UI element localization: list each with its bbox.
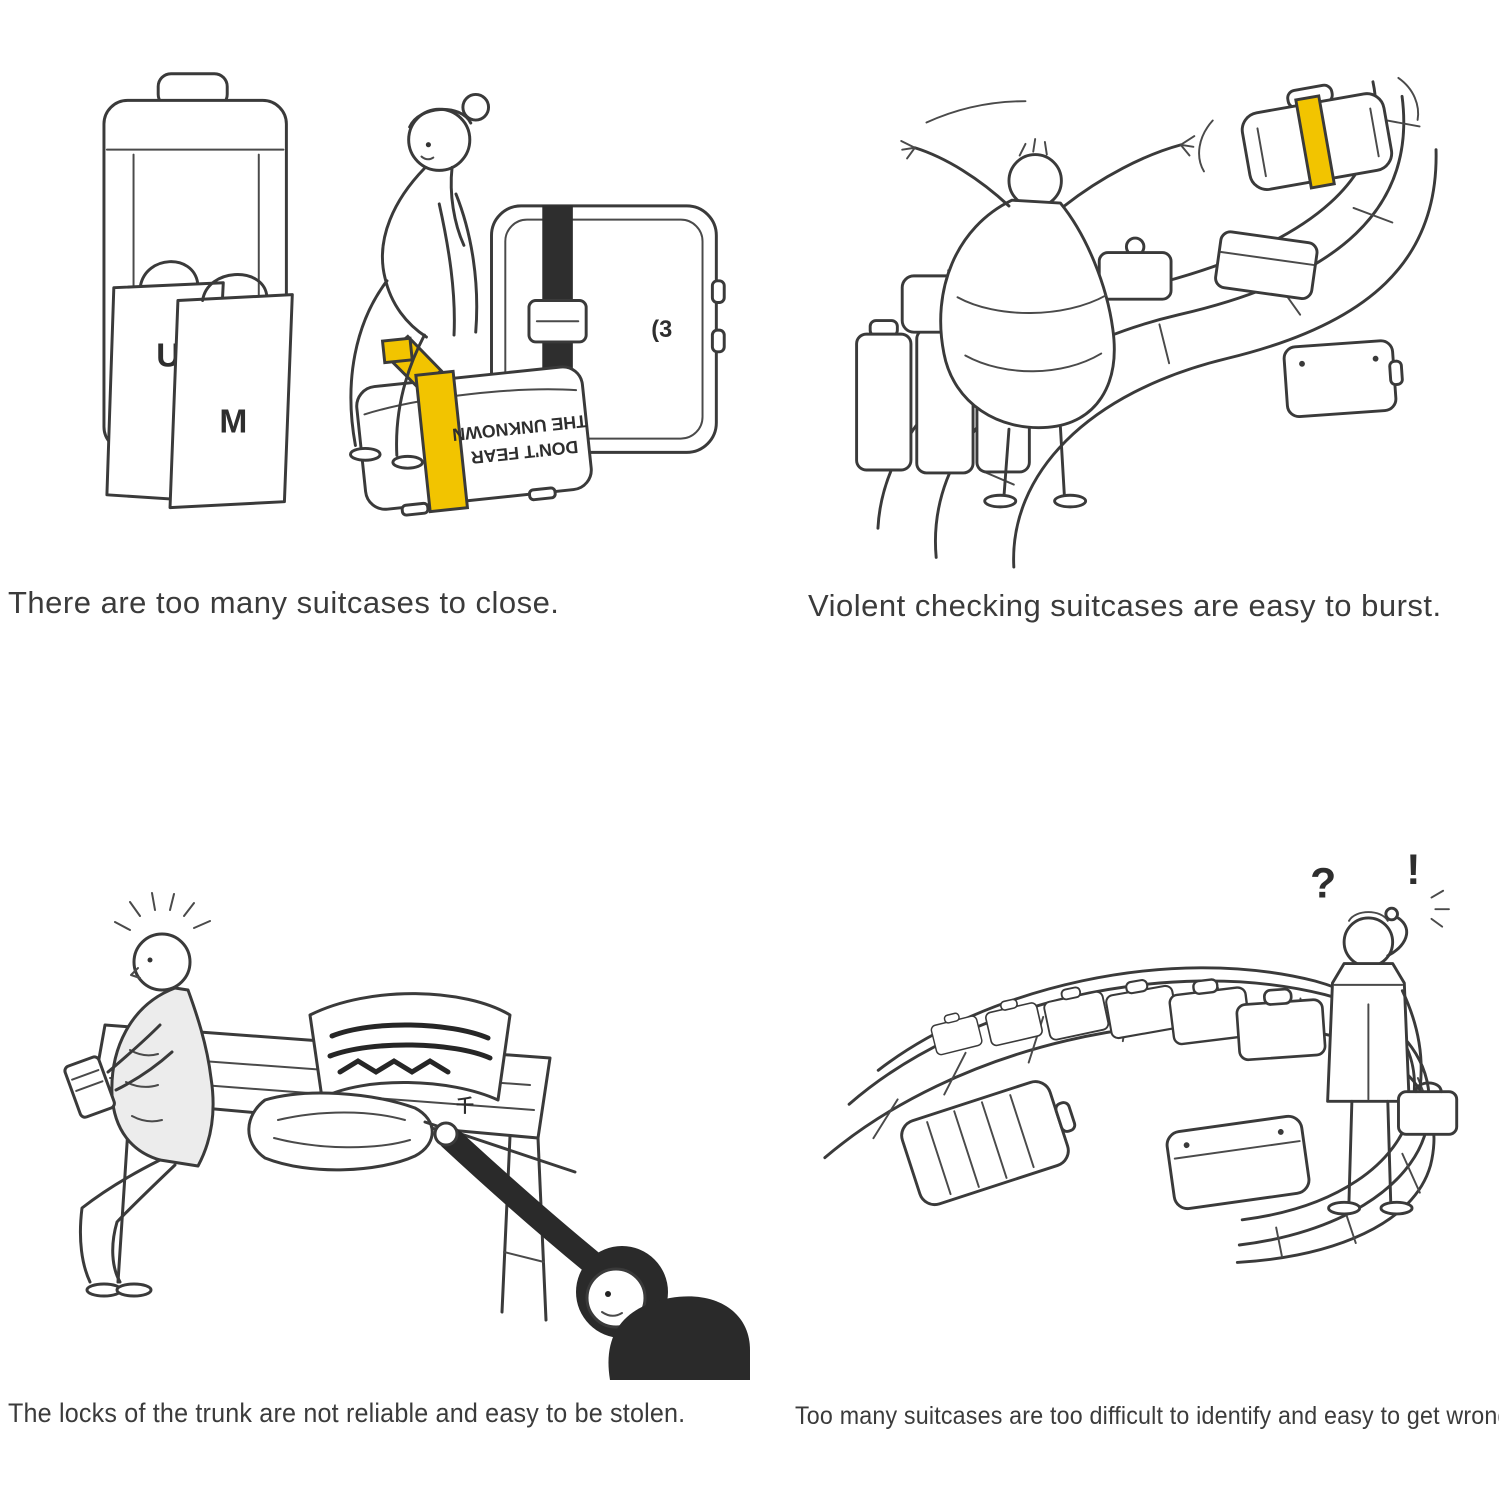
panel-unreliable-locks: 千 — [10, 820, 750, 1380]
panel-overpacked-suitcases: U M (3 — [30, 30, 740, 575]
confused-man: ? ! — [1310, 846, 1459, 1216]
caption-hard-to-identify: Too many suitcases are too difficult to … — [795, 1402, 1499, 1430]
eye — [147, 957, 153, 963]
illustration-violent-checking — [855, 76, 1438, 569]
phone — [63, 1055, 116, 1119]
tag-mark: 千 — [456, 1096, 474, 1116]
open-suitcase: 千 — [247, 992, 512, 1172]
person-closing-suitcase — [349, 92, 491, 470]
thief-hand — [433, 1121, 459, 1147]
caption-unreliable-locks: The locks of the trunk are not reliable … — [8, 1398, 686, 1428]
thief-arm — [438, 1126, 607, 1277]
near-suitcase-left — [900, 1080, 1077, 1207]
head — [1342, 916, 1395, 968]
illustration-unreliable-locks: 千 — [63, 892, 750, 1380]
near-suitcase-right — [1165, 1114, 1311, 1211]
belt-suitcase-a — [1214, 230, 1319, 301]
ponytail — [461, 92, 491, 122]
caption-violent-checking: Violent checking suitcases are easy to b… — [808, 588, 1442, 623]
yellow-strap — [1294, 94, 1336, 190]
suitcase-row — [930, 978, 1327, 1062]
bag-letter-m: M — [219, 404, 247, 441]
soft-pouch — [247, 1091, 434, 1172]
illustration-overpacked: U M (3 — [102, 72, 726, 517]
suitcase-emboss-mark: (3 — [651, 317, 672, 343]
shopping-bag-m: M — [168, 273, 294, 510]
yellow-strap — [414, 369, 470, 514]
question-mark: ? — [1310, 860, 1336, 908]
yellow-buckle — [380, 336, 414, 365]
head — [132, 932, 192, 992]
belt-case-lock — [1097, 236, 1173, 301]
caption-overpacked: There are too many suitcases to close. — [8, 585, 560, 620]
belt-suitcase-b — [1282, 339, 1404, 419]
distracted-man — [63, 892, 215, 1298]
flying-suitcase — [1198, 76, 1420, 191]
scratching-hand — [1384, 906, 1399, 922]
thief-body — [608, 1296, 750, 1380]
sweater — [110, 986, 215, 1168]
exclamation-mark: ! — [1406, 846, 1420, 894]
panel-hard-to-identify: ? ! — [820, 800, 1480, 1360]
panel-violent-checking — [810, 35, 1470, 575]
eye — [425, 142, 431, 148]
illustration-hard-to-identify: ? ! — [823, 846, 1459, 1264]
thief — [423, 1120, 750, 1380]
briefcase — [1397, 1090, 1459, 1136]
baggage-handler — [900, 100, 1196, 509]
